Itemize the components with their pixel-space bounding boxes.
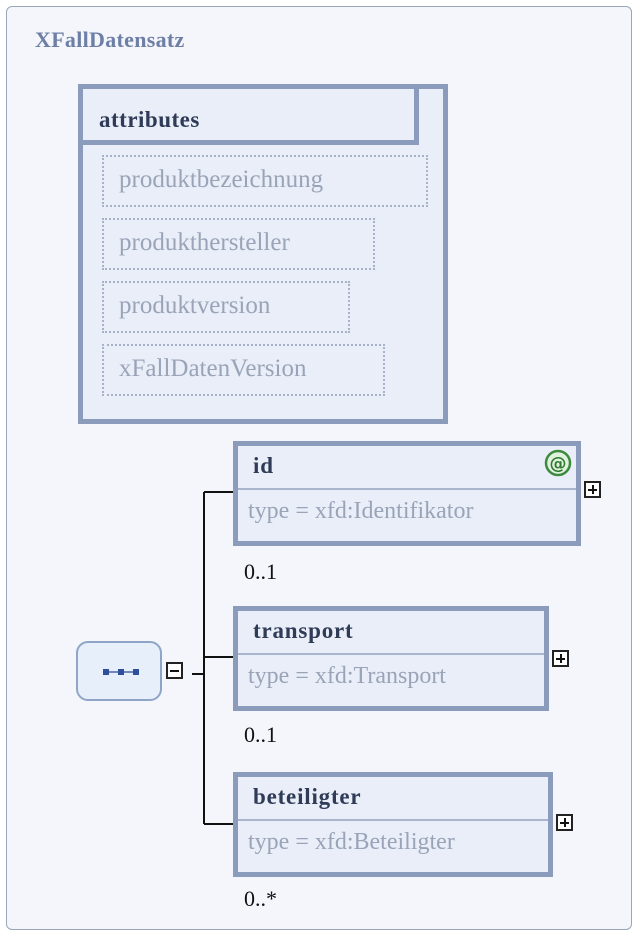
svg-text:@: @	[550, 454, 567, 474]
attribute-item[interactable]: produktversion	[102, 281, 350, 333]
element-id[interactable]: id @ type = xfd:Identifikator	[233, 441, 581, 546]
element-type: type = xfd:Transport	[248, 663, 446, 689]
attribute-name: produkthersteller	[119, 229, 290, 256]
element-name: id	[253, 453, 274, 478]
element-name: beteiligter	[253, 784, 362, 809]
attribute-item[interactable]: produkthersteller	[102, 218, 375, 270]
attributes-header[interactable]: attributes	[83, 89, 419, 145]
attribute-item[interactable]: produktbezeichnung	[102, 155, 428, 207]
sequence-icon	[103, 669, 139, 675]
element-transport[interactable]: transport type = xfd:Transport	[233, 606, 549, 711]
attribute-name: xFallDatenVersion	[119, 355, 307, 382]
attribute-item[interactable]: xFallDatenVersion	[102, 344, 385, 396]
attribute-name: produktbezeichnung	[119, 166, 324, 193]
element-type: type = xfd:Identifikator	[248, 498, 474, 524]
element-beteiligter[interactable]: beteiligter type = xfd:Beteiligter	[233, 772, 553, 877]
element-name: transport	[253, 618, 354, 643]
type-title: XFallDatensatz	[35, 27, 185, 52]
element-type: type = xfd:Beteiligter	[248, 829, 455, 855]
expand-toggle-icon[interactable]	[556, 814, 573, 831]
attribute-badge-icon: @	[544, 449, 572, 477]
attributes-header-label: attributes	[99, 107, 200, 132]
cardinality-label: 0..*	[244, 886, 277, 911]
expand-toggle-icon[interactable]	[584, 481, 601, 498]
cardinality-label: 0..1	[244, 722, 277, 747]
collapse-toggle-icon[interactable]	[166, 662, 183, 679]
attribute-name: produktversion	[119, 292, 271, 319]
expand-toggle-icon[interactable]	[552, 650, 569, 667]
cardinality-label: 0..1	[244, 559, 277, 584]
attributes-group: attributes produktbezeichnung produkther…	[78, 84, 448, 424]
sequence-compositor[interactable]	[76, 641, 162, 701]
